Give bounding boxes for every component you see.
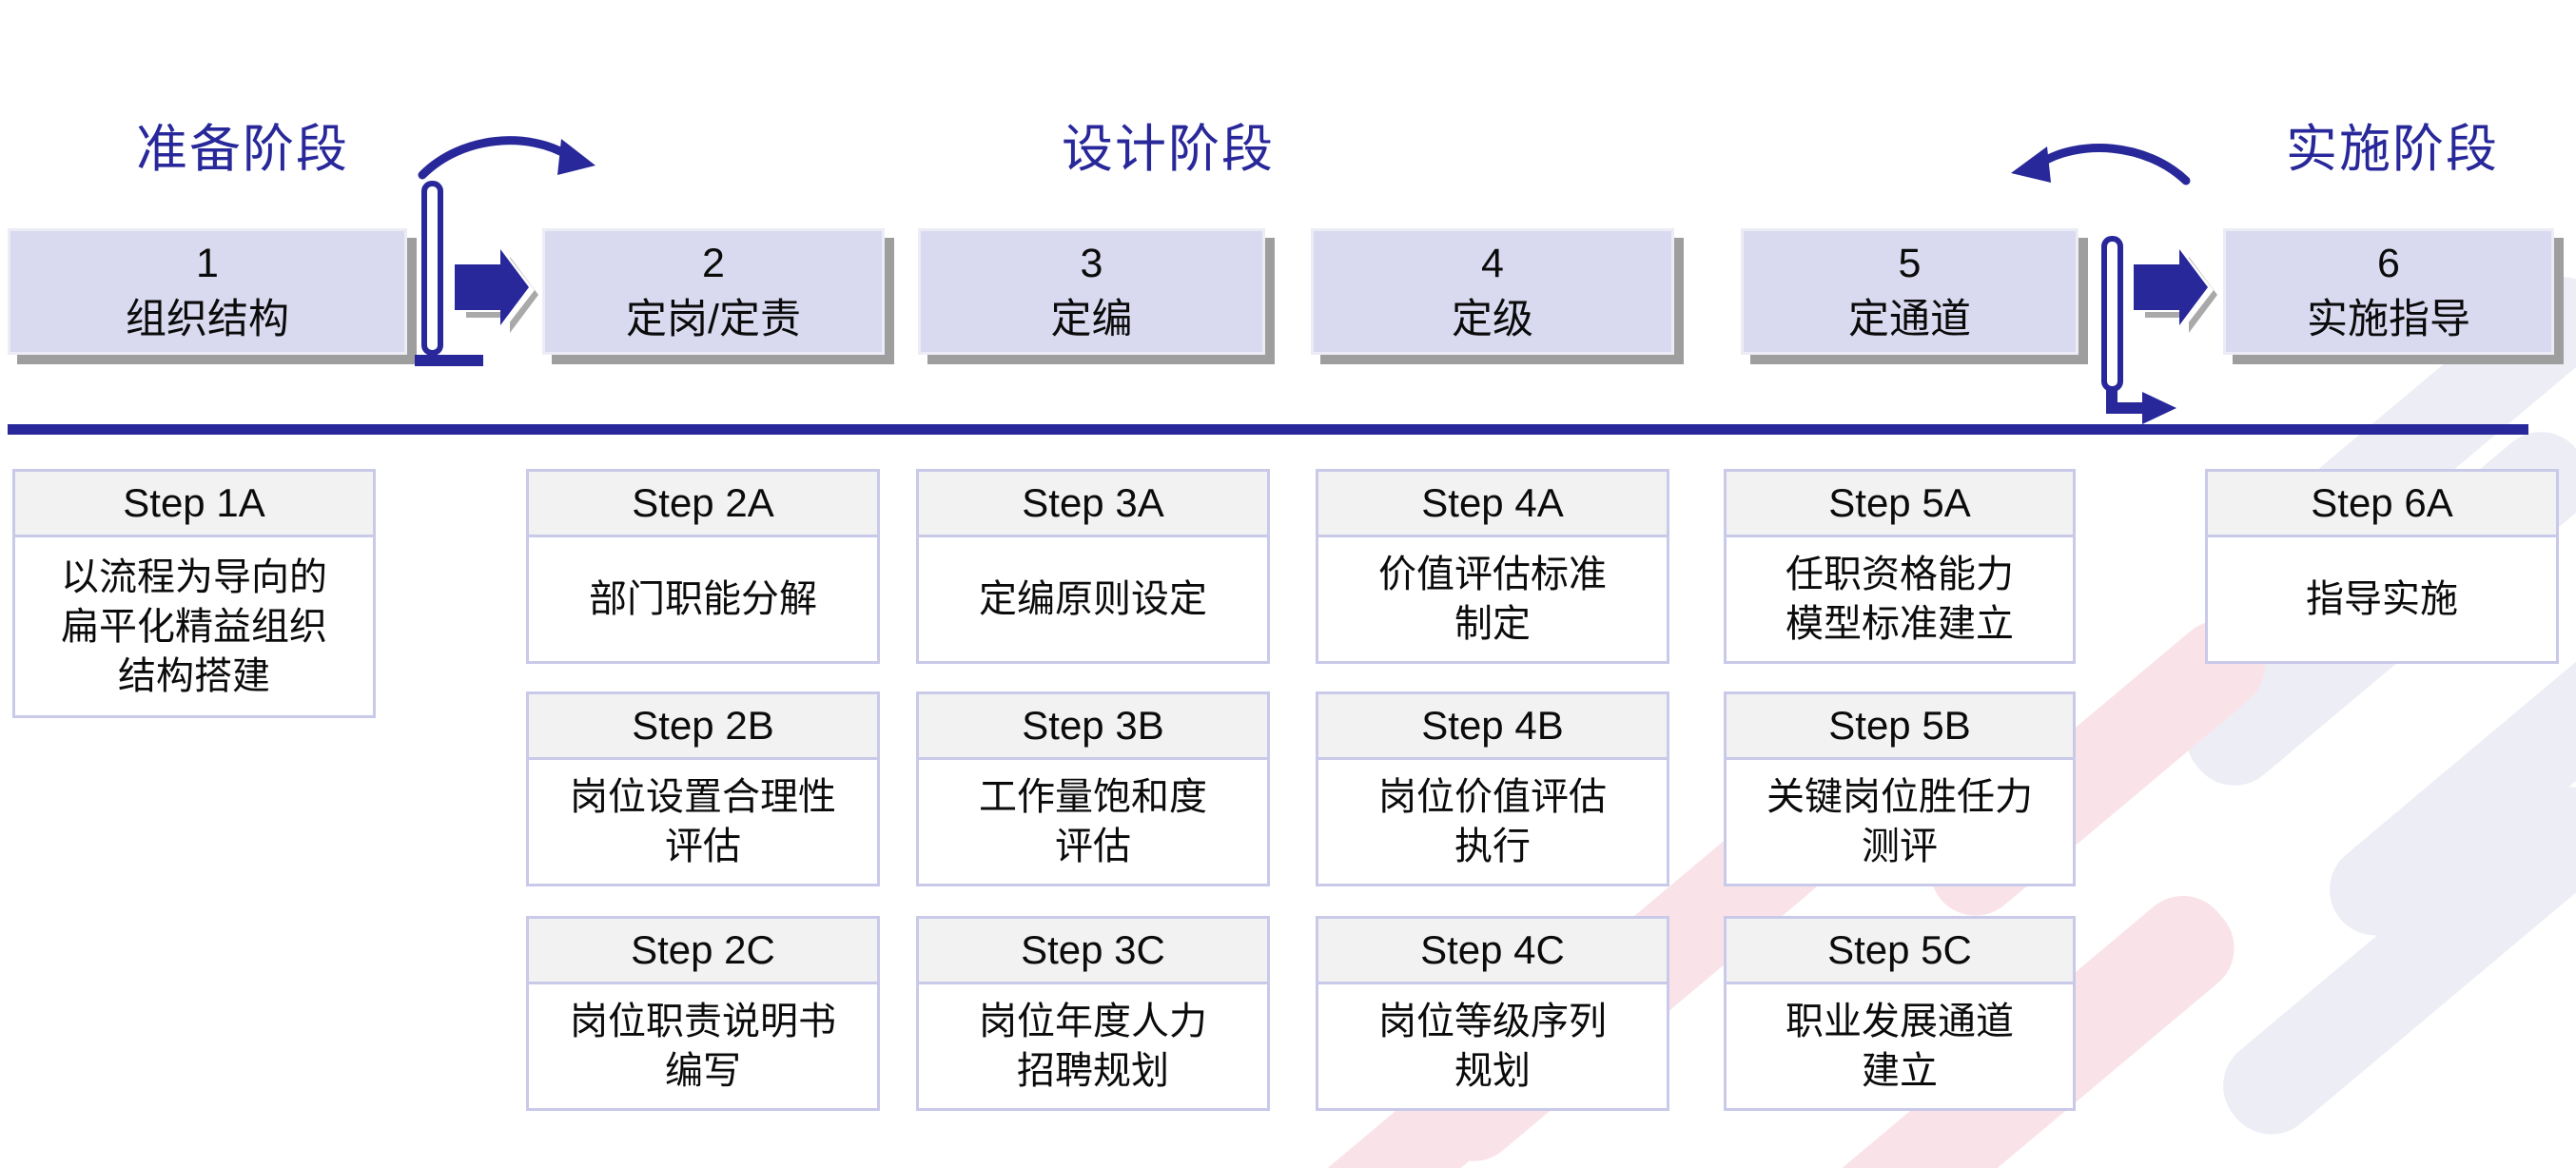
step-body: 以流程为导向的 扁平化精益组织 结构搭建 xyxy=(15,537,373,715)
step-card-3c: Step 3C 岗位年度人力 招聘规划 xyxy=(916,916,1270,1111)
step-card-3b: Step 3B 工作量饱和度 评估 xyxy=(916,691,1270,886)
stage-label: 定编 xyxy=(1050,296,1133,342)
step-header: Step 2C xyxy=(529,919,877,984)
stage-number: 5 xyxy=(1898,241,1922,287)
stage-label: 定通道 xyxy=(1848,296,1971,342)
step-header: Step 6A xyxy=(2208,472,2556,537)
stage-label: 组织结构 xyxy=(126,296,289,342)
stage-box-3: 3 定编 xyxy=(918,228,1265,355)
step-card-2b: Step 2B 岗位设置合理性 评估 xyxy=(526,691,880,886)
step-header: Step 3B xyxy=(919,694,1267,760)
step-body: 岗位年度人力 招聘规划 xyxy=(919,984,1267,1108)
stage-label: 定级 xyxy=(1452,296,1533,342)
step-header: Step 1A xyxy=(15,472,373,537)
step-header: Step 5B xyxy=(1727,694,2073,760)
step-body: 任职资格能力 模型标准建立 xyxy=(1727,537,2073,661)
phase-label-design: 设计阶段 xyxy=(1062,121,1275,178)
step-header: Step 4C xyxy=(1318,919,1667,984)
step-body: 部门职能分解 xyxy=(529,537,877,661)
step-body: 关键岗位胜任力 测评 xyxy=(1727,760,2073,884)
step-card-4c: Step 4C 岗位等级序列 规划 xyxy=(1316,916,1669,1111)
stage-box-1: 1 组织结构 xyxy=(8,228,407,355)
step-body: 工作量饱和度 评估 xyxy=(919,760,1267,884)
step-body: 指导实施 xyxy=(2208,537,2556,661)
step-header: Step 3C xyxy=(919,919,1267,984)
step-body: 价值评估标准 制定 xyxy=(1318,537,1667,661)
step-header: Step 3A xyxy=(919,472,1267,537)
step-header: Step 2A xyxy=(529,472,877,537)
stage-label: 定岗/定责 xyxy=(626,296,801,342)
phase-label-preparation: 准备阶段 xyxy=(136,121,349,178)
step-card-2c: Step 2C 岗位职责说明书 编写 xyxy=(526,916,880,1111)
stage-number: 4 xyxy=(1481,241,1504,287)
phase-divider-icon xyxy=(415,181,491,367)
step-card-3a: Step 3A 定编原则设定 xyxy=(916,469,1270,664)
step-header: Step 5C xyxy=(1727,919,2073,984)
step-card-5b: Step 5B 关键岗位胜任力 测评 xyxy=(1724,691,2076,886)
phase-label-implementation: 实施阶段 xyxy=(2286,121,2499,178)
stage-box-2: 2 定岗/定责 xyxy=(542,228,885,355)
step-card-4a: Step 4A 价值评估标准 制定 xyxy=(1316,469,1669,664)
step-card-5a: Step 5A 任职资格能力 模型标准建立 xyxy=(1724,469,2076,664)
step-body: 职业发展通道 建立 xyxy=(1727,984,2073,1108)
step-header: Step 4B xyxy=(1318,694,1667,760)
flow-arrow-icon xyxy=(2134,247,2221,333)
stage-box-5: 5 定通道 xyxy=(1741,228,2078,355)
stage-number: 3 xyxy=(1080,241,1103,287)
step-card-5c: Step 5C 职业发展通道 建立 xyxy=(1724,916,2076,1111)
stage-label: 实施指导 xyxy=(2307,296,2470,342)
flow-arrow-icon xyxy=(455,247,542,333)
step-body: 岗位价值评估 执行 xyxy=(1318,760,1667,884)
section-divider-line xyxy=(8,424,2528,435)
phase-divider-return-icon xyxy=(2093,236,2197,426)
step-header: Step 4A xyxy=(1318,472,1667,537)
stage-number: 2 xyxy=(702,241,725,287)
stage-box-4: 4 定级 xyxy=(1311,228,1674,355)
step-body: 定编原则设定 xyxy=(919,537,1267,661)
step-card-6a: Step 6A 指导实施 xyxy=(2205,469,2559,664)
step-body: 岗位设置合理性 评估 xyxy=(529,760,877,884)
curve-arrow-left-icon xyxy=(2007,139,2193,200)
step-header: Step 5A xyxy=(1727,472,2073,537)
curve-arrow-right-icon xyxy=(417,129,597,188)
stage-number: 6 xyxy=(2377,241,2400,287)
step-body: 岗位等级序列 规划 xyxy=(1318,984,1667,1108)
step-body: 岗位职责说明书 编写 xyxy=(529,984,877,1108)
stage-box-6: 6 实施指导 xyxy=(2223,228,2554,355)
step-header: Step 2B xyxy=(529,694,877,760)
stage-number: 1 xyxy=(196,241,219,287)
step-card-2a: Step 2A 部门职能分解 xyxy=(526,469,880,664)
step-card-4b: Step 4B 岗位价值评估 执行 xyxy=(1316,691,1669,886)
step-card-1a: Step 1A 以流程为导向的 扁平化精益组织 结构搭建 xyxy=(12,469,376,718)
